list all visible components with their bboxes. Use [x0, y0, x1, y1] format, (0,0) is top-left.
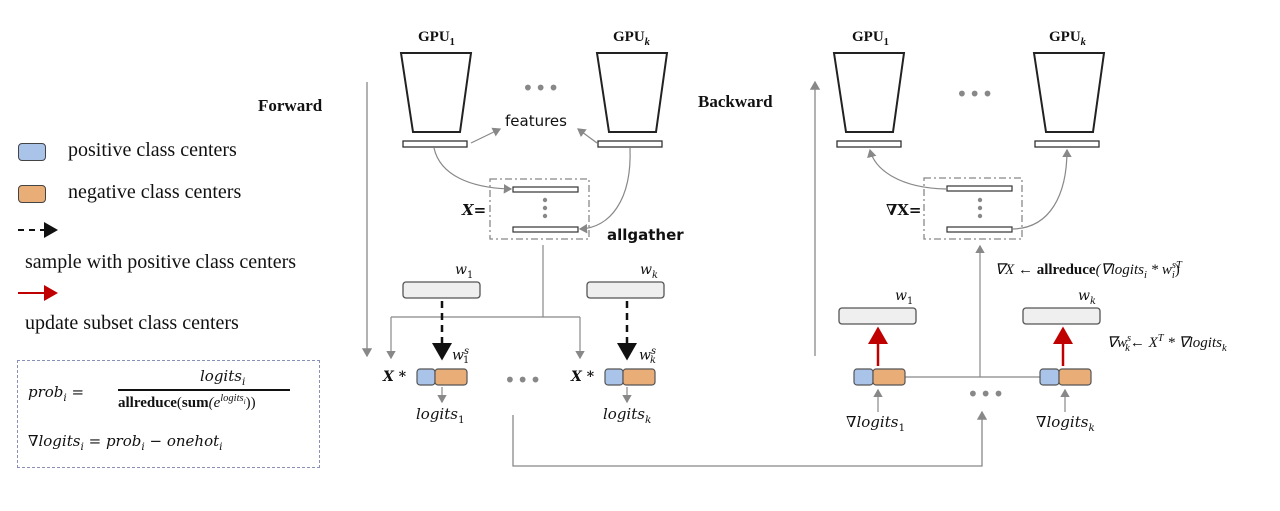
- backward-bar-ellipsis: •••: [967, 382, 1006, 406]
- glogits1-label: ∇logits1: [846, 413, 906, 434]
- forward-x-row-1: [512, 186, 579, 193]
- forward-gpu1-network: [399, 52, 473, 133]
- features-label: features: [505, 112, 567, 130]
- backward-gx-box: [923, 177, 1023, 240]
- forward-x-box: [489, 178, 590, 240]
- logits1-label: logits1: [416, 405, 465, 426]
- forward-wsk-label: wsk: [639, 346, 657, 367]
- scatter-curve-1: [867, 148, 947, 190]
- backward-ellipsis: •••: [956, 82, 995, 106]
- allgather-label: allgather: [607, 226, 684, 244]
- forward-x-mul-k: X *: [571, 369, 595, 385]
- forward-ws1-bar: [416, 368, 468, 386]
- forward-bar-ellipsis: •••: [504, 368, 543, 392]
- backward-gx-label: ∇X=: [886, 201, 922, 219]
- backward-gpuk-feature: [1034, 140, 1100, 148]
- positive-swatch: [18, 143, 46, 161]
- backward-gx-dot: [977, 205, 983, 211]
- backward-wk-box: [1022, 307, 1101, 325]
- backward-gpuk-label: GPUk: [1049, 29, 1086, 48]
- forward-wsk-bar: [604, 368, 656, 386]
- backward-gx-row-1: [946, 185, 1013, 192]
- forward-title: Forward: [258, 96, 323, 115]
- backward-wsk-bar: [1039, 368, 1092, 386]
- gw-formula: ∇wsk← XT * ∇logitsk: [1107, 333, 1227, 354]
- backward-gx-dot: [977, 213, 983, 219]
- glogitsk-label: ∇logitsk: [1036, 413, 1095, 434]
- forward-gpuk-network: [595, 52, 669, 133]
- backward-wk-label: wk: [1078, 288, 1096, 307]
- forward-gpu1-label: GPU1: [418, 29, 455, 48]
- legend-update-label: update subset class centers: [25, 312, 239, 334]
- forward-gpuk-feature: [597, 140, 663, 148]
- scatter-curve-k: [1012, 148, 1072, 230]
- backward-gx-dot: [977, 197, 983, 203]
- legend-negative-label: negative class centers: [68, 181, 242, 203]
- forward-x-dot: [542, 205, 548, 211]
- backward-gx-row-k: [946, 226, 1013, 233]
- forward-x-dot: [542, 197, 548, 203]
- forward-x-label: X=: [462, 201, 487, 219]
- allgather-curve-k: [578, 147, 631, 234]
- gx-allreduce-formula: ∇X ← allreduce(∇logitsi * wsTi): [995, 260, 1182, 281]
- grad-logits-formula: ∇logitsi = probi − onehoti: [28, 432, 223, 453]
- backward-gpu1-label: GPU1: [852, 29, 889, 48]
- backward-w1-label: w1: [895, 288, 914, 307]
- forward-x-dot: [542, 213, 548, 219]
- forward-gpu1-feature: [402, 140, 468, 148]
- forward-ellipsis: •••: [522, 76, 561, 100]
- feature-arrow-k: [577, 128, 598, 144]
- forward-x-mul-1: X *: [383, 369, 407, 385]
- prob-formula-lhs: probi =: [28, 383, 85, 404]
- legend-sample-label: sample with positive class centers: [25, 251, 297, 273]
- fraction-bar: [118, 389, 290, 391]
- forward-gpuk-label: GPUk: [613, 29, 650, 48]
- backward-w1-box: [838, 307, 917, 325]
- backward-gpuk-network: [1032, 52, 1106, 133]
- backward-title: Backward: [698, 92, 773, 111]
- forward-to-backward-connector: [512, 410, 988, 467]
- legend-positive-label: positive class centers: [68, 139, 237, 161]
- prob-denominator: allreduce(sum(elogitsi)): [118, 393, 256, 411]
- forward-wk-label: wk: [640, 262, 658, 281]
- forward-w1-box: [402, 281, 481, 299]
- negative-swatch: [18, 185, 46, 203]
- feature-arrow-1: [470, 127, 502, 144]
- backward-ws1-bar: [853, 368, 906, 386]
- backward-gpu1-network: [832, 52, 906, 133]
- forward-w1-label: w1: [455, 262, 474, 281]
- allgather-curve-1: [433, 147, 513, 194]
- formula-box: [17, 360, 320, 468]
- forward-wk-box: [586, 281, 665, 299]
- forward-x-row-k: [512, 226, 579, 233]
- backward-gpu1-feature: [836, 140, 902, 148]
- logitsk-label: logitsk: [603, 405, 652, 426]
- forward-ws1-label: ws1: [452, 346, 470, 367]
- prob-numerator: logitsi: [200, 367, 246, 388]
